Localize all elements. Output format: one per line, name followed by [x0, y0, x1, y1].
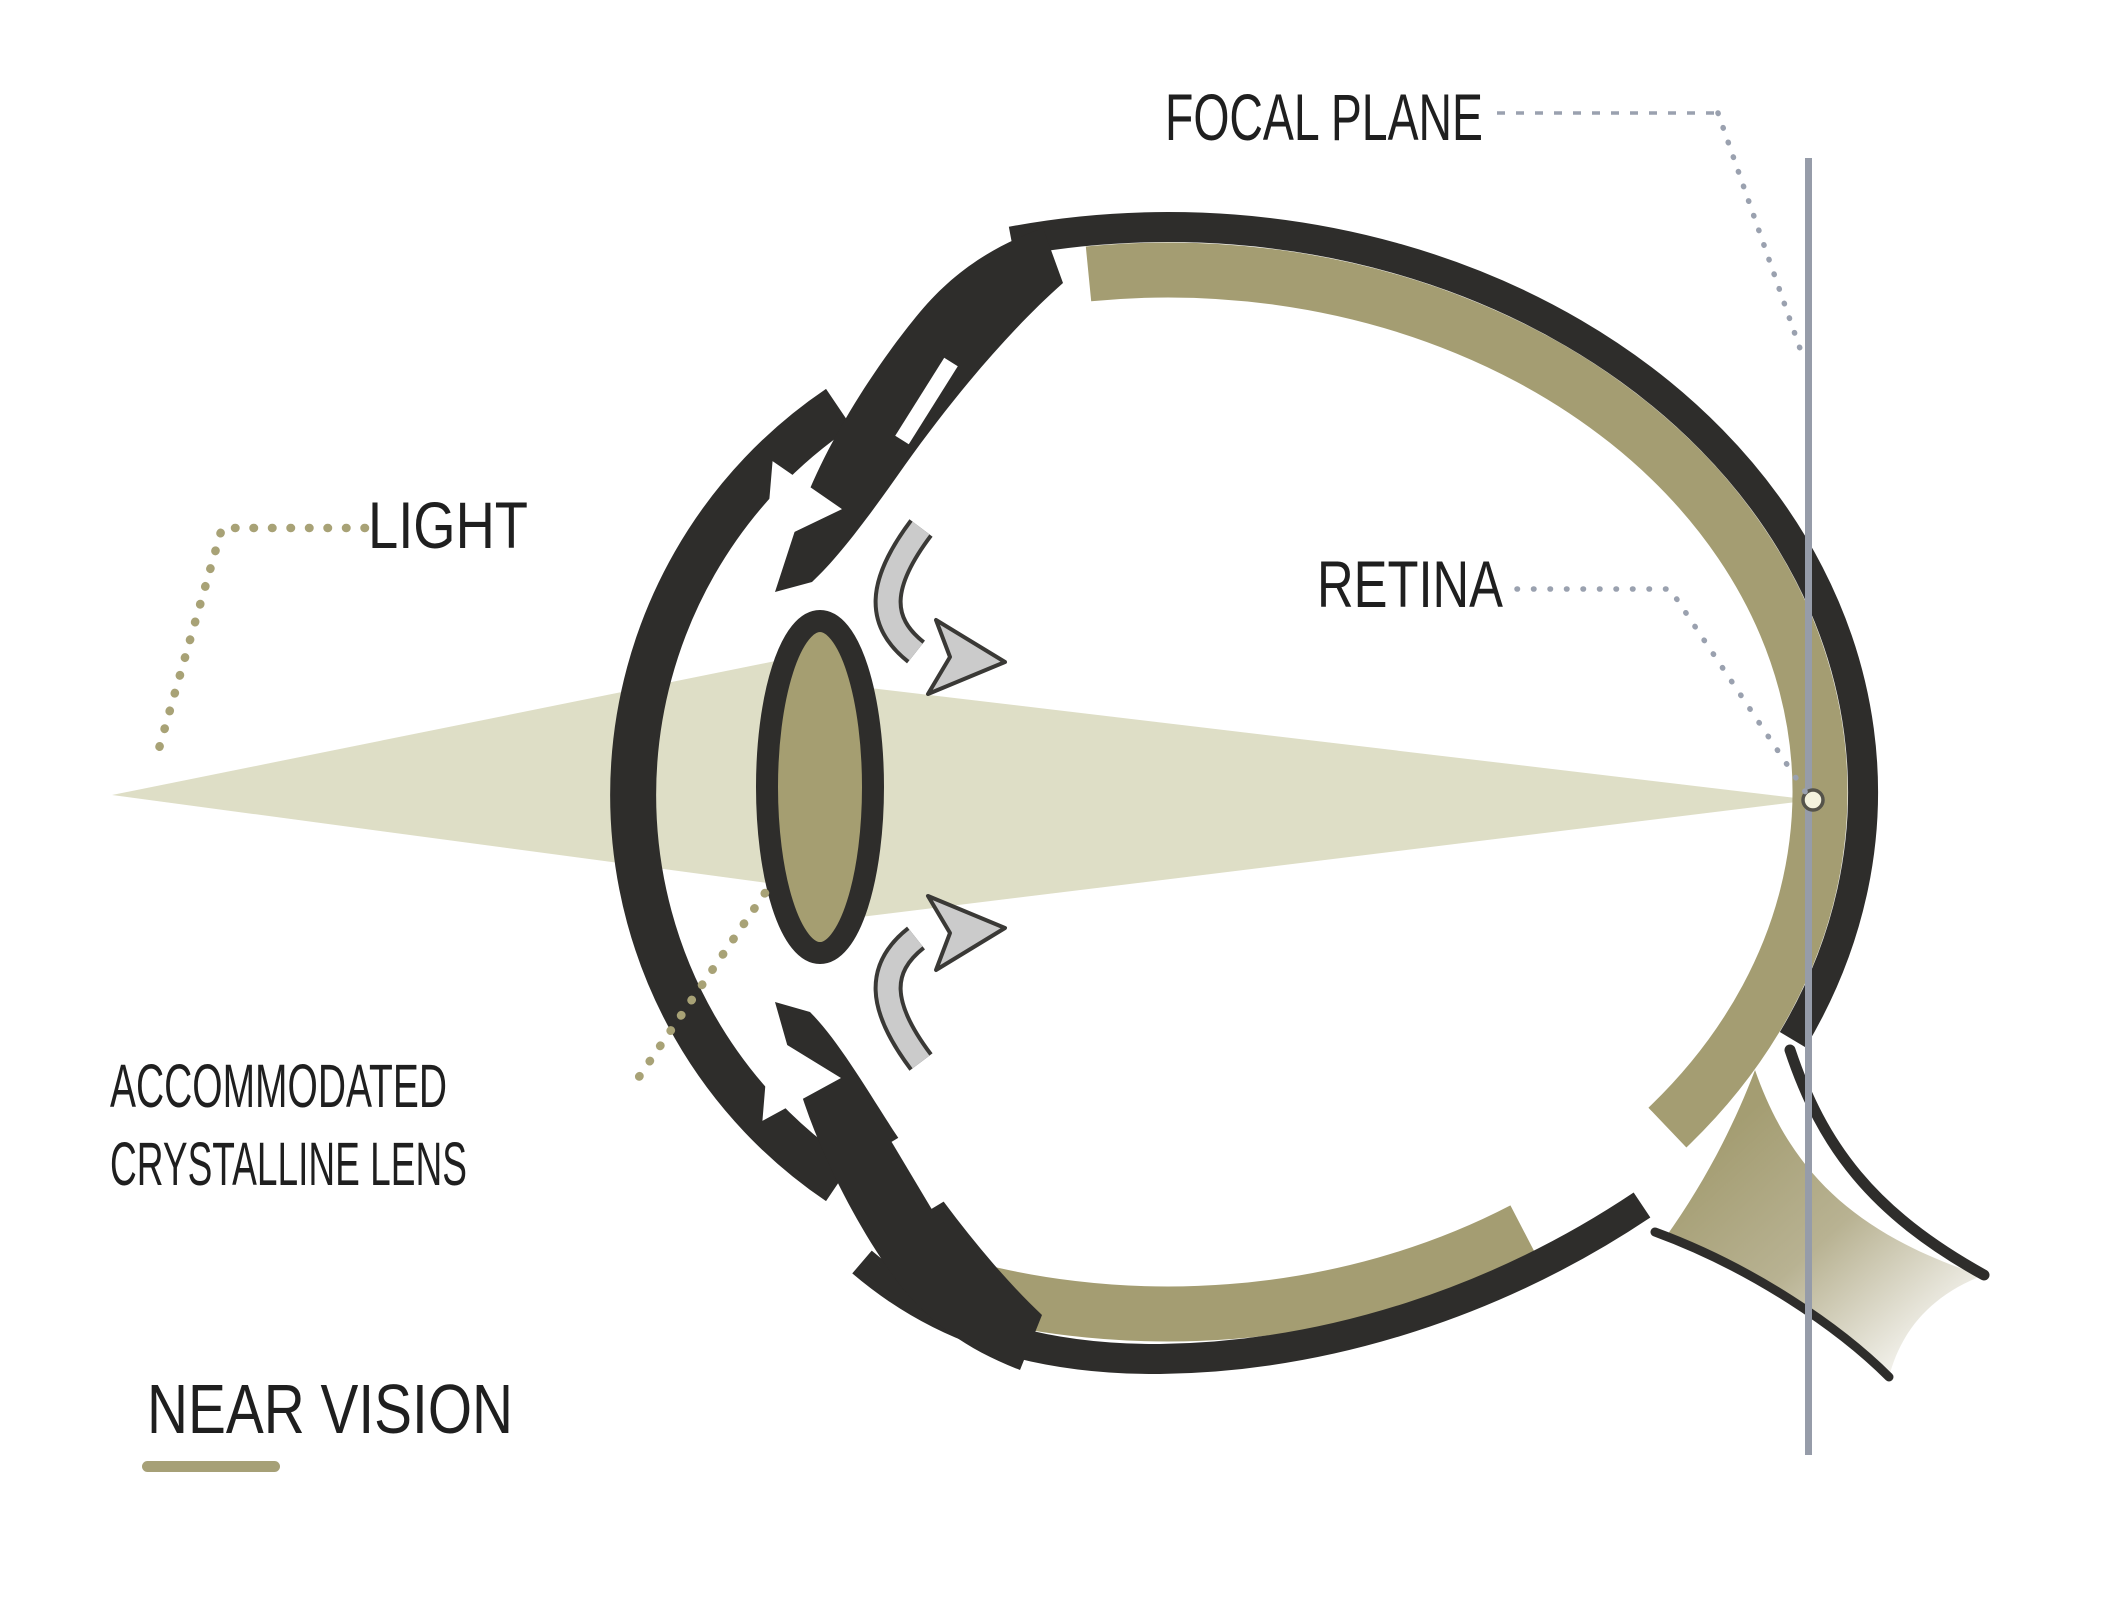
optic-nerve — [1665, 1070, 1984, 1377]
accommodation-arrow-bottom — [873, 894, 1007, 1071]
light-leader-line — [153, 523, 370, 757]
focal-plane-leader-line-diagonal — [1715, 110, 1807, 363]
focal-plane-label: FOCAL PLANE — [1165, 80, 1483, 154]
cornea — [610, 388, 852, 1202]
gap-slash-bottom — [891, 1134, 945, 1209]
arrow-body — [877, 521, 930, 661]
gap-slash-top — [895, 357, 958, 445]
arrow-body — [877, 929, 930, 1069]
crystalline-lens — [756, 610, 884, 964]
optic-nerve-outline-upper — [1784, 1044, 1990, 1281]
focal-point-dot — [1801, 788, 1825, 812]
retina-label: RETINA — [1317, 547, 1503, 621]
light-beam-left-cone — [112, 652, 820, 890]
lens-label-line2: CRYSTALLINE LENS — [110, 1130, 467, 1198]
arrowhead-icon — [926, 618, 1007, 696]
retina-band-upper — [1085, 242, 1848, 1148]
caption-title: NEAR VISION — [147, 1370, 513, 1448]
retina-leader-line — [1514, 586, 1809, 796]
caption-underline — [142, 1461, 280, 1472]
lens-label-line1: ACCOMMODATED — [110, 1052, 447, 1120]
optic-nerve-outline-lower — [1650, 1227, 1894, 1382]
lens-leader-line — [625, 888, 770, 1095]
gap-notch-bottom — [762, 1034, 841, 1121]
accommodation-arrow-top — [873, 519, 1007, 696]
ciliary-wedge-bottom — [775, 1002, 1042, 1370]
arrowhead-icon — [926, 894, 1007, 972]
gap-notch-top — [765, 461, 842, 546]
sclera-outline-upper — [1008, 212, 1878, 1048]
light-label: LIGHT — [368, 488, 528, 562]
light-beam-right-cone — [820, 682, 1813, 922]
